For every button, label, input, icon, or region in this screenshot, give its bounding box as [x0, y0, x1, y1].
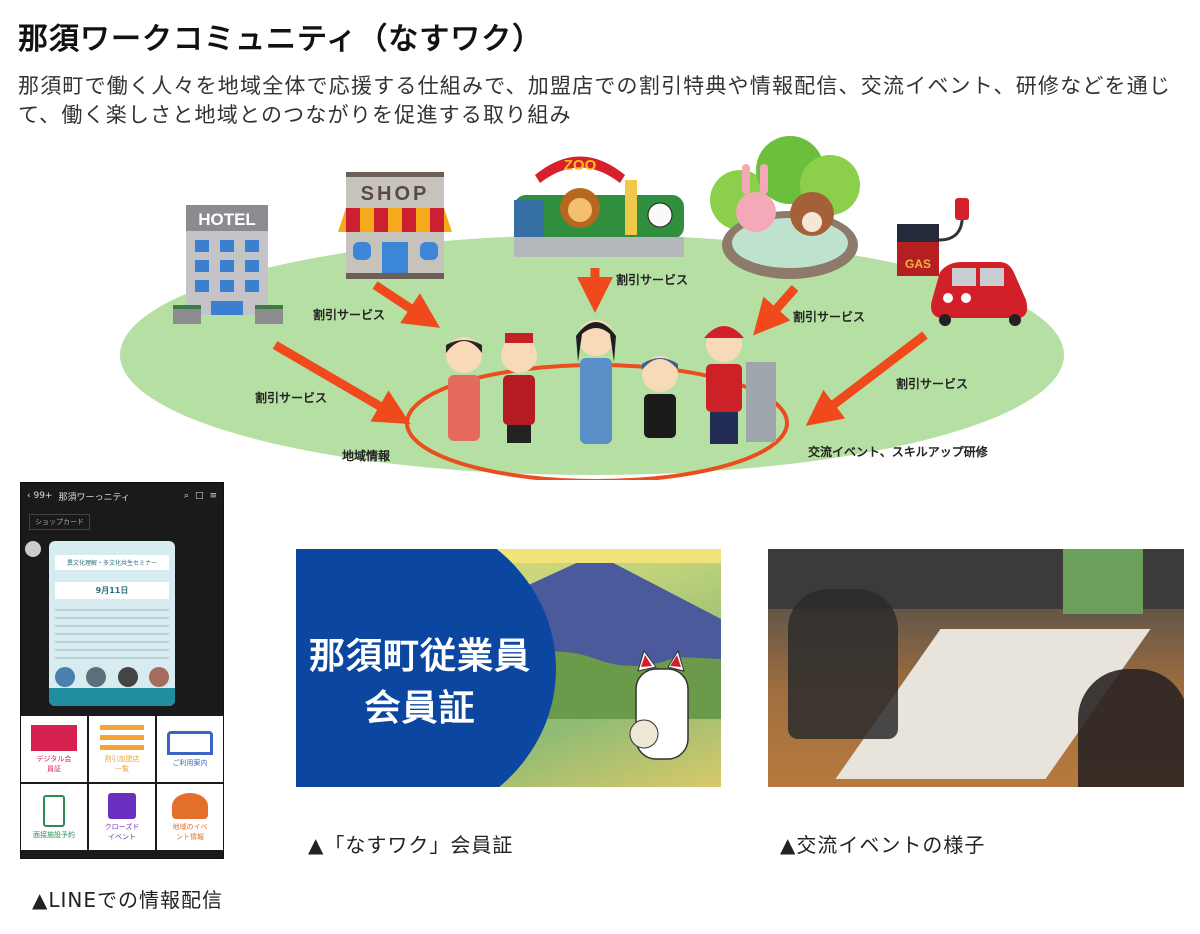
- caption-event: ▲交流イベントの様子: [780, 833, 986, 857]
- page-description: 那須町で働く人々を地域全体で応援する仕組みで、加盟店での割引特典や情報配信、交流…: [18, 74, 1172, 127]
- gas-station-icon: GAS: [897, 198, 969, 276]
- menu-usage-guide[interactable]: ご利用案内: [157, 716, 223, 782]
- card-date: 9月11日: [55, 582, 169, 599]
- page-title: 那須ワークコミュニティ（なすワク）: [18, 22, 544, 57]
- fox-mascot-icon: [629, 649, 689, 760]
- caption-member-card: ▲「なすワク」会員証: [308, 833, 514, 857]
- label-gas-service: 割引サービス: [896, 377, 969, 391]
- back-button[interactable]: ‹ 99+: [27, 491, 53, 501]
- shop-icon: SHOP: [338, 172, 452, 279]
- line-chat-header: ‹ 99+ 那須ワーっニティ ⌕ □ ≡: [21, 483, 223, 509]
- people-icon: [172, 792, 208, 819]
- car-icon: [931, 262, 1028, 326]
- menu-icon[interactable]: ≡: [209, 491, 217, 501]
- line-app-screenshot: ‹ 99+ 那須ワーっニティ ⌕ □ ≡ ショップカード 異文化理解・多文化共生…: [20, 482, 224, 859]
- calendar-icon: [108, 792, 136, 819]
- svg-text:HOTEL: HOTEL: [198, 210, 256, 229]
- window: [1063, 549, 1143, 614]
- chat-title: 那須ワーっニティ: [58, 492, 130, 503]
- label-zoo-service: 割引サービス: [616, 273, 689, 287]
- hotel-icon: HOTEL: [173, 205, 283, 324]
- arrow-shop: [372, 281, 441, 328]
- label-hotel-service: 割引サービス: [255, 391, 328, 405]
- svg-text:SHOP: SHOP: [361, 183, 430, 205]
- workers-illustration: [446, 320, 776, 444]
- event-photo: [768, 549, 1184, 787]
- seminar-message-card[interactable]: 異文化理解・多文化共生セミナー 9月11日: [49, 541, 175, 706]
- book-icon: [167, 730, 213, 755]
- diagram-illustration: HOTEL SHOP: [120, 136, 1064, 483]
- onsen-icon: [710, 136, 860, 279]
- menu-facility-booking[interactable]: 面接施設予約: [21, 784, 87, 850]
- note-icon[interactable]: □: [194, 491, 204, 501]
- card-heading: 異文化理解・多文化共生セミナー: [55, 555, 169, 570]
- avatar: [25, 541, 41, 557]
- phone-icon: [43, 794, 65, 827]
- label-events-training: 交流イベント、スキルアップ研修: [808, 445, 988, 459]
- menu-closed-event[interactable]: クローズドイベント: [89, 784, 155, 850]
- label-shop-service: 割引サービス: [313, 308, 386, 322]
- caption-line: ▲LINEでの情報配信: [32, 888, 224, 912]
- member-card-image: 那須町従業員 会員証: [296, 549, 721, 787]
- svg-text:GAS: GAS: [905, 257, 931, 271]
- label-regional-info: 地域情報: [342, 449, 391, 463]
- rich-menu: デジタル会員証 割引加盟店一覧 ご利用案内 面接施設予約 クローズドイベント 地…: [21, 716, 223, 850]
- menu-member-shops[interactable]: 割引加盟店一覧: [89, 716, 155, 782]
- member-card-text: 那須町従業員 会員証: [308, 636, 531, 729]
- id-card-icon: [31, 724, 77, 751]
- community-diagram: HOTEL SHOP: [0, 130, 1200, 483]
- arrows: [272, 268, 928, 426]
- label-onsen-service: 割引サービス: [793, 310, 866, 324]
- menu-digital-card[interactable]: デジタル会員証: [21, 716, 87, 782]
- zoo-icon: ZOO: [514, 156, 684, 257]
- menu-local-events[interactable]: 地域のイベント情報: [157, 784, 223, 850]
- arrow-onsen: [753, 285, 799, 336]
- arrow-hotel: [272, 341, 411, 425]
- list-icon: [100, 724, 144, 751]
- shop-card-tag[interactable]: ショップカード: [29, 514, 90, 530]
- svg-text:ZOO: ZOO: [564, 157, 597, 174]
- search-icon[interactable]: ⌕: [183, 491, 189, 501]
- blue-circle: [296, 549, 556, 787]
- arrow-gas: [805, 331, 928, 426]
